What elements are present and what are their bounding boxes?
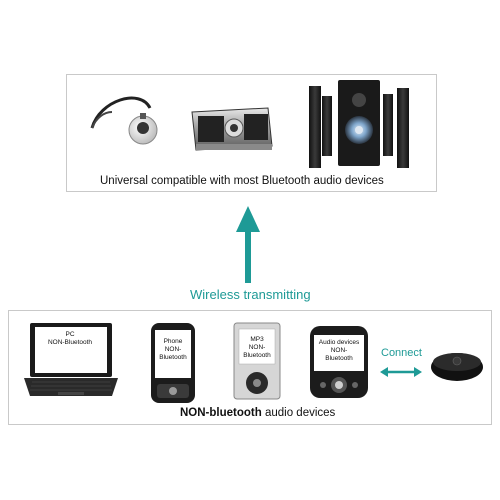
audio-device-label: Audio devices NON- Bluetooth <box>318 339 360 362</box>
laptop-icon <box>24 323 118 396</box>
bluetooth-devices-caption: Universal compatible with most Bluetooth… <box>100 175 384 187</box>
wireless-transmitting-label: Wireless transmitting <box>190 287 311 302</box>
bluetooth-transmitter-icon <box>431 353 483 381</box>
non-bluetooth-caption-rest: audio devices <box>261 407 336 419</box>
audio-device-icon <box>310 326 368 398</box>
connect-label: Connect <box>381 347 422 359</box>
connect-double-arrow-icon <box>380 367 422 377</box>
up-arrow-icon <box>236 206 260 283</box>
non-bluetooth-caption-bold: NON-bluetooth <box>180 407 262 419</box>
mp3-label: MP3 NON- Bluetooth <box>243 336 271 359</box>
phone-icon <box>151 323 195 403</box>
portable-speaker-icon <box>191 107 273 151</box>
mp3-player-icon <box>233 322 281 400</box>
non-bluetooth-caption: NON-bluetooth audio devices <box>180 407 335 419</box>
pc-label: PC NON-Bluetooth <box>47 331 93 346</box>
home-theater-speakers-icon <box>309 80 409 168</box>
headset-icon <box>90 96 158 145</box>
phone-label: Phone NON- Bluetooth <box>159 338 187 361</box>
